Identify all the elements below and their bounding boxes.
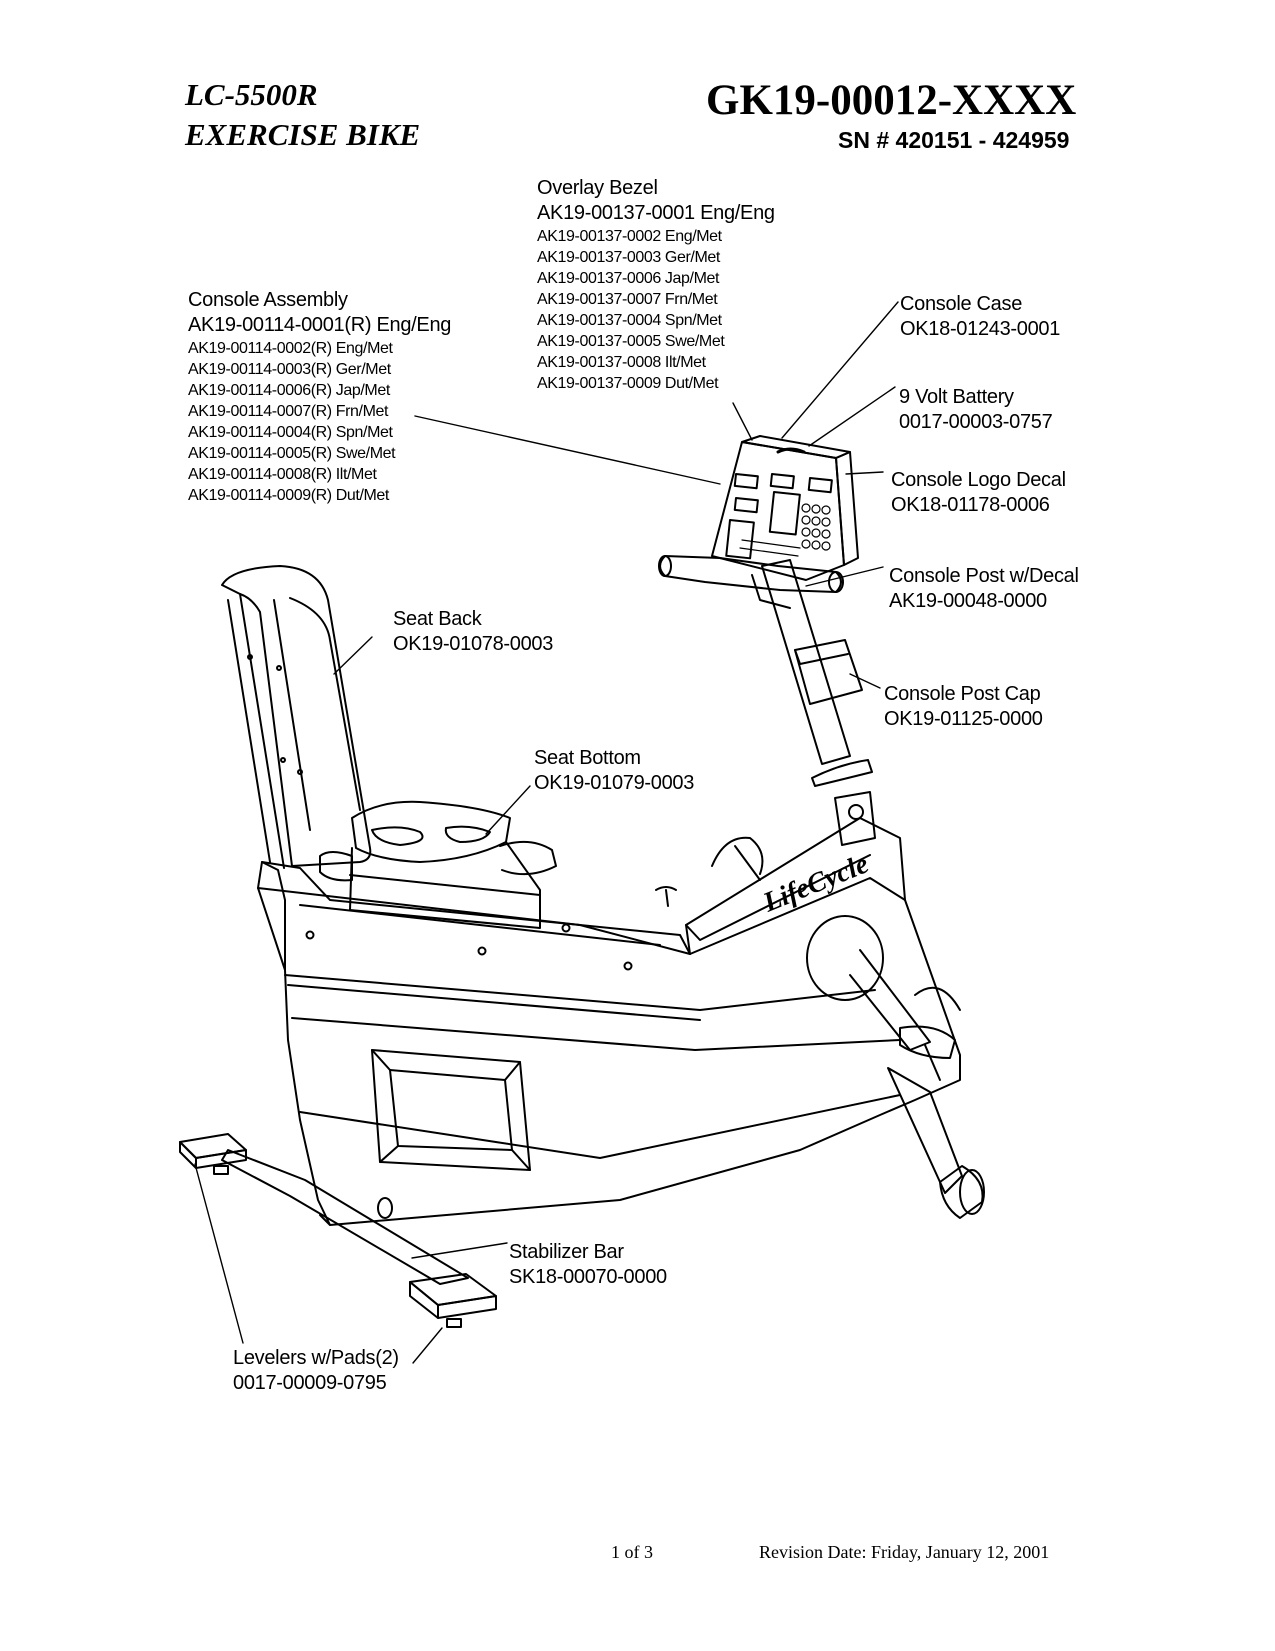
callout-stabilizer: Stabilizer Bar SK18-00070-0000 xyxy=(509,1240,667,1290)
callout-overlay-bezel: Overlay Bezel AK19-00137-0001 Eng/Eng AK… xyxy=(537,176,775,394)
console-assembly-variant: AK19-00114-0006(R) Jap/Met xyxy=(188,382,390,399)
post-cap-title: Console Post Cap xyxy=(884,683,1041,705)
battery-title: 9 Volt Battery xyxy=(899,386,1014,408)
console-post-part: AK19-00048-0000 xyxy=(889,590,1047,612)
bike-body xyxy=(257,861,961,1226)
console-assembly-primary-part: AK19-00114-0001(R) Eng/Eng xyxy=(188,314,452,336)
console-post-title: Console Post w/Decal xyxy=(889,565,1079,587)
stabilizer-bar xyxy=(179,1133,497,1328)
callout-console-case: Console Case OK18-01243-0001 xyxy=(900,292,1060,342)
console xyxy=(711,435,859,581)
overlay-bezel-variant: AK19-00137-0005 Swe/Met xyxy=(537,333,725,350)
callout-console-post: Console Post w/Decal AK19-00048-0000 xyxy=(889,564,1079,614)
overlay-bezel-variant: AK19-00137-0009 Dut/Met xyxy=(537,375,719,392)
console-assembly-variant: AK19-00114-0008(R) Ilt/Met xyxy=(188,466,377,483)
callout-console-assembly: Console Assembly AK19-00114-0001(R) Eng/… xyxy=(188,288,451,506)
console-assembly-variants: AK19-00114-0002(R) Eng/Met AK19-00114-00… xyxy=(188,338,451,506)
brand-logo: LifeCycle xyxy=(758,848,873,918)
console-assembly-variant: AK19-00114-0004(R) Spn/Met xyxy=(188,424,393,441)
seat-back-title: Seat Back xyxy=(393,608,482,630)
overlay-bezel-variant: AK19-00137-0008 Ilt/Met xyxy=(537,354,706,371)
console-assembly-variant: AK19-00114-0005(R) Swe/Met xyxy=(188,445,396,462)
stabilizer-title: Stabilizer Bar xyxy=(509,1241,624,1263)
serial-number-range: SN # 420151 - 424959 xyxy=(838,127,1070,153)
callout-seat-bottom: Seat Bottom OK19-01079-0003 xyxy=(534,746,694,796)
levelers-part: 0017-00009-0795 xyxy=(233,1372,387,1394)
callout-battery: 9 Volt Battery 0017-00003-0757 xyxy=(899,385,1053,435)
callout-seat-back: Seat Back OK19-01078-0003 xyxy=(393,607,553,657)
callout-logo-decal: Console Logo Decal OK18-01178-0006 xyxy=(891,468,1066,518)
overlay-bezel-variant: AK19-00137-0002 Eng/Met xyxy=(537,228,722,245)
console-post xyxy=(658,555,863,765)
console-case-part: OK18-01243-0001 xyxy=(900,318,1061,340)
model-title: LC-5500R EXERCISE BIKE xyxy=(185,75,420,155)
overlay-bezel-primary-part: AK19-00137-0001 Eng/Eng xyxy=(537,202,775,224)
overlay-bezel-variant: AK19-00137-0006 Jap/Met xyxy=(537,270,720,287)
levelers-title: Levelers w/Pads(2) xyxy=(233,1347,399,1369)
overlay-bezel-variants: AK19-00137-0002 Eng/Met AK19-00137-0003 … xyxy=(537,226,775,394)
model-description: EXERCISE BIKE xyxy=(185,117,421,152)
post-cap-part: OK19-01125-0000 xyxy=(884,708,1043,730)
overlay-bezel-variant: AK19-00137-0004 Spn/Met xyxy=(537,312,722,329)
logo-decal-part: OK18-01178-0006 xyxy=(891,494,1050,516)
console-assembly-variant: AK19-00114-0002(R) Eng/Met xyxy=(188,340,393,357)
revision-date: Revision Date: Friday, January 12, 2001 xyxy=(759,1542,1050,1562)
callout-post-cap: Console Post Cap OK19-01125-0000 xyxy=(884,682,1043,732)
console-case-title: Console Case xyxy=(900,293,1023,315)
front-stabilizer-foot xyxy=(887,1067,985,1219)
seat xyxy=(221,565,557,929)
overlay-bezel-variant: AK19-00137-0003 Ger/Met xyxy=(537,249,720,266)
seat-bottom-part: OK19-01079-0003 xyxy=(534,772,695,794)
assembly-part-number: GK19-00012-XXXX xyxy=(706,77,1077,124)
overlay-bezel-variant: AK19-00137-0007 Frn/Met xyxy=(537,291,718,308)
callout-levelers: Levelers w/Pads(2) 0017-00009-0795 xyxy=(233,1346,399,1396)
stabilizer-part: SK18-00070-0000 xyxy=(509,1266,667,1288)
console-assembly-variant: AK19-00114-0007(R) Frn/Met xyxy=(188,403,389,420)
overlay-bezel-title: Overlay Bezel xyxy=(537,177,658,199)
front-housing xyxy=(655,759,961,1081)
seat-back-part: OK19-01078-0003 xyxy=(393,633,554,655)
console-assembly-title: Console Assembly xyxy=(188,289,348,311)
logo-decal-title: Console Logo Decal xyxy=(891,469,1066,491)
seat-bottom-title: Seat Bottom xyxy=(534,747,641,769)
battery-part: 0017-00003-0757 xyxy=(899,411,1053,433)
console-assembly-variant: AK19-00114-0009(R) Dut/Met xyxy=(188,487,389,504)
console-assembly-variant: AK19-00114-0003(R) Ger/Met xyxy=(188,361,391,378)
leader-lines xyxy=(194,301,899,1364)
page-number: 1 of 3 xyxy=(611,1542,653,1562)
model-number: LC-5500R xyxy=(185,77,318,112)
